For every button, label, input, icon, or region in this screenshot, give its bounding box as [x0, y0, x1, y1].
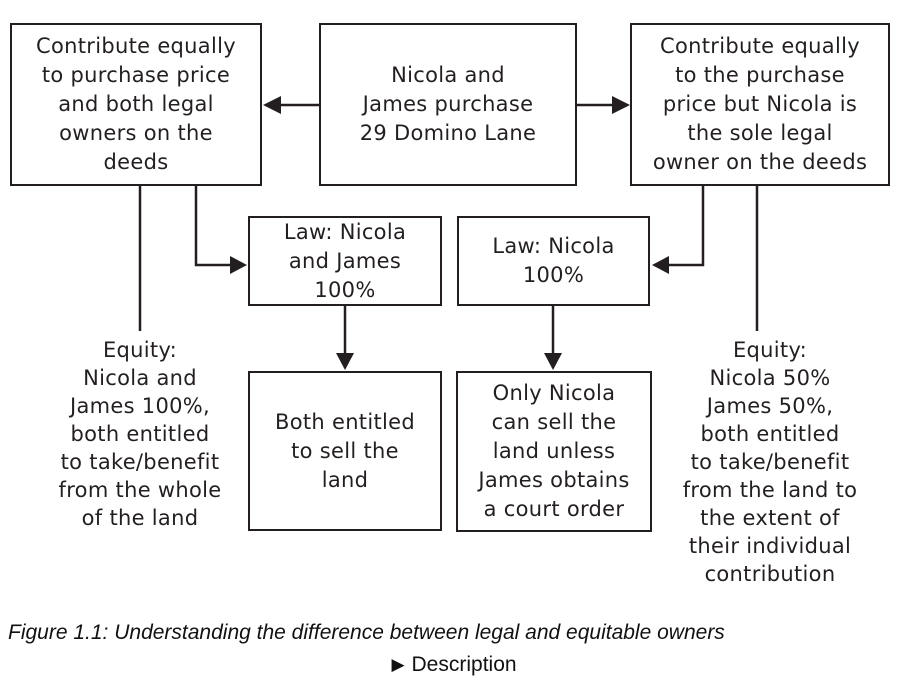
- node-law-both: Law: Nicola and James 100%: [248, 216, 442, 306]
- description-toggle[interactable]: ▶ Description: [0, 653, 908, 678]
- node-contribute-equal: Contribute equally to purchase price and…: [10, 23, 262, 186]
- equity-left-text: Equity: Nicola and James 100%, both enti…: [58, 338, 222, 530]
- figure-caption: Figure 1.1: Understanding the difference…: [8, 621, 725, 644]
- arrow-center-to-left: [263, 96, 319, 114]
- equity-right-text: Equity: Nicola 50% James 50%, both entit…: [682, 338, 858, 586]
- arrow-center-to-right: [577, 96, 630, 114]
- arrow-law-to-only-nicola: [544, 306, 562, 370]
- arrow-left-to-law: [194, 186, 247, 274]
- arrow-law-to-both-sell: [336, 306, 354, 370]
- disclosure-triangle-icon: ▶: [391, 655, 405, 674]
- node-purchase: Nicola and James purchase 29 Domino Lane: [319, 23, 577, 186]
- description-toggle-label: Description: [411, 653, 517, 676]
- node-both-sell: Both entitled to sell the land: [248, 371, 442, 531]
- node-only-nicola: Only Nicola can sell the land unless Jam…: [456, 371, 652, 532]
- node-law-nicola: Law: Nicola 100%: [457, 216, 650, 306]
- node-contribute-sole: Contribute equally to the purchase price…: [630, 23, 890, 186]
- arrow-right-to-law: [652, 186, 705, 274]
